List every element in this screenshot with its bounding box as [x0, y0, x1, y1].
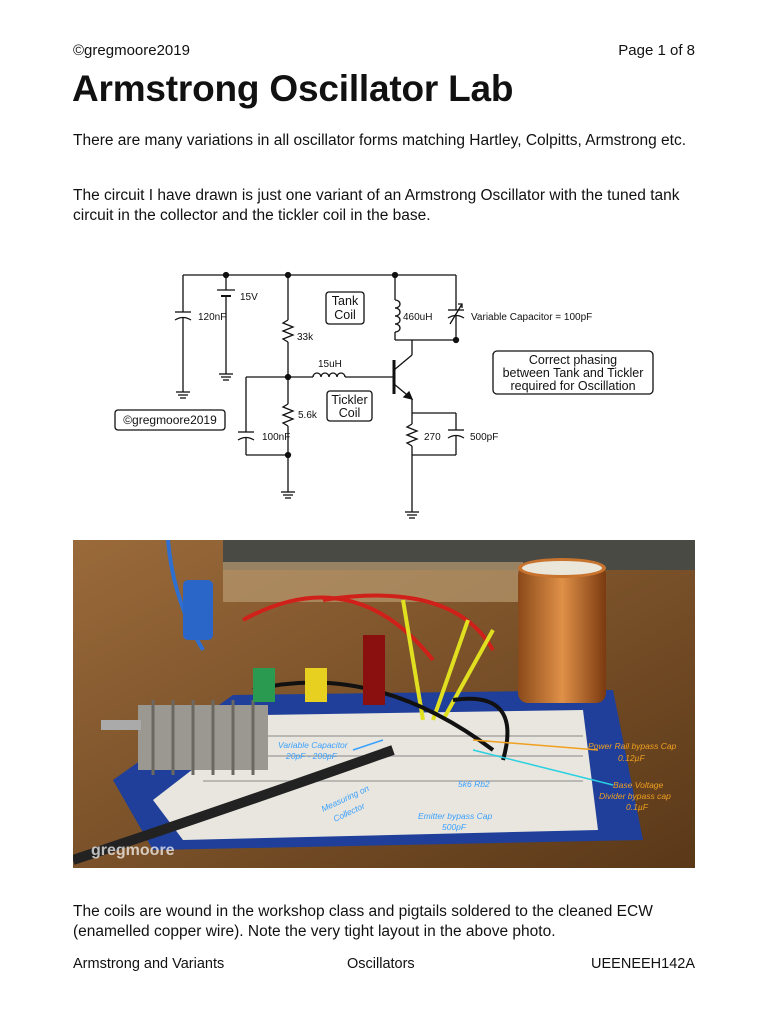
note-line1: Correct phasing	[529, 353, 617, 367]
page-title: Armstrong Oscillator Lab	[72, 68, 514, 109]
power-cap-annotation-1: Power Rail bypass Cap	[588, 741, 677, 751]
footer-center: Oscillators	[347, 956, 415, 972]
c-supply-label: 120nF	[198, 312, 226, 323]
circuit-photo: Variable Capacitor 20pF - 200pF Measurin…	[73, 540, 695, 868]
divider-cap-annotation-2: Divider bypass cap	[599, 791, 671, 801]
note-line3: required for Oscillation	[510, 379, 635, 393]
var-cap-annotation-1: Variable Capacitor	[278, 740, 349, 750]
oscillator-schematic: 15V 120nF 33k 5.6k 100nF 15uH 460uH Vari…	[114, 271, 654, 519]
tank-coil-image	[518, 565, 606, 703]
r5k6-annotation: 5k6 Rb2	[458, 779, 490, 789]
note-line2: between Tank and Tickler	[503, 366, 644, 380]
header-copyright: ©gregmoore2019	[73, 42, 190, 59]
r-bottom-label: 5.6k	[298, 410, 318, 421]
c-base-label: 100nF	[262, 432, 290, 443]
tank-inductance-label: 460uH	[403, 312, 432, 323]
footer-left: Armstrong and Variants	[73, 956, 225, 972]
c-emitter-label: 500pF	[470, 432, 498, 443]
page-number: Page 1 of 8	[618, 42, 695, 59]
tickler-box-line1: Tickler	[331, 393, 367, 407]
var-cap-annotation-2: 20pF - 200pF	[285, 751, 338, 761]
tank-box-line1: Tank	[332, 294, 359, 308]
supply-label: 15V	[240, 292, 258, 303]
photo-watermark: gregmoore	[91, 842, 175, 859]
footer-right: UEENEEH142A	[591, 956, 695, 972]
power-cap-annotation-2: 0.12µF	[618, 753, 645, 763]
divider-cap-annotation-3: 0.1µF	[626, 802, 649, 812]
divider-cap-annotation-1: Base Voltage	[613, 780, 664, 790]
schematic-copyright: ©gregmoore2019	[123, 413, 217, 427]
intro-paragraph-2: The circuit I have drawn is just one var…	[73, 187, 680, 224]
intro-paragraph-1: There are many variations in all oscilla…	[73, 132, 687, 149]
variable-capacitor-image	[138, 705, 268, 770]
r-emitter-label: 270	[424, 432, 441, 443]
tickler-inductance-label: 15uH	[318, 359, 342, 370]
r-top-label: 33k	[297, 332, 314, 343]
emitter-cap-annotation-2: 500pF	[442, 822, 467, 832]
tickler-box-line2: Coil	[339, 406, 361, 420]
emitter-cap-annotation-1: Emitter bypass Cap	[418, 811, 492, 821]
body-paragraph: The coils are wound in the workshop clas…	[73, 903, 653, 940]
tank-box-line2: Coil	[334, 308, 356, 322]
variable-cap-label: Variable Capacitor = 100pF	[471, 312, 592, 323]
